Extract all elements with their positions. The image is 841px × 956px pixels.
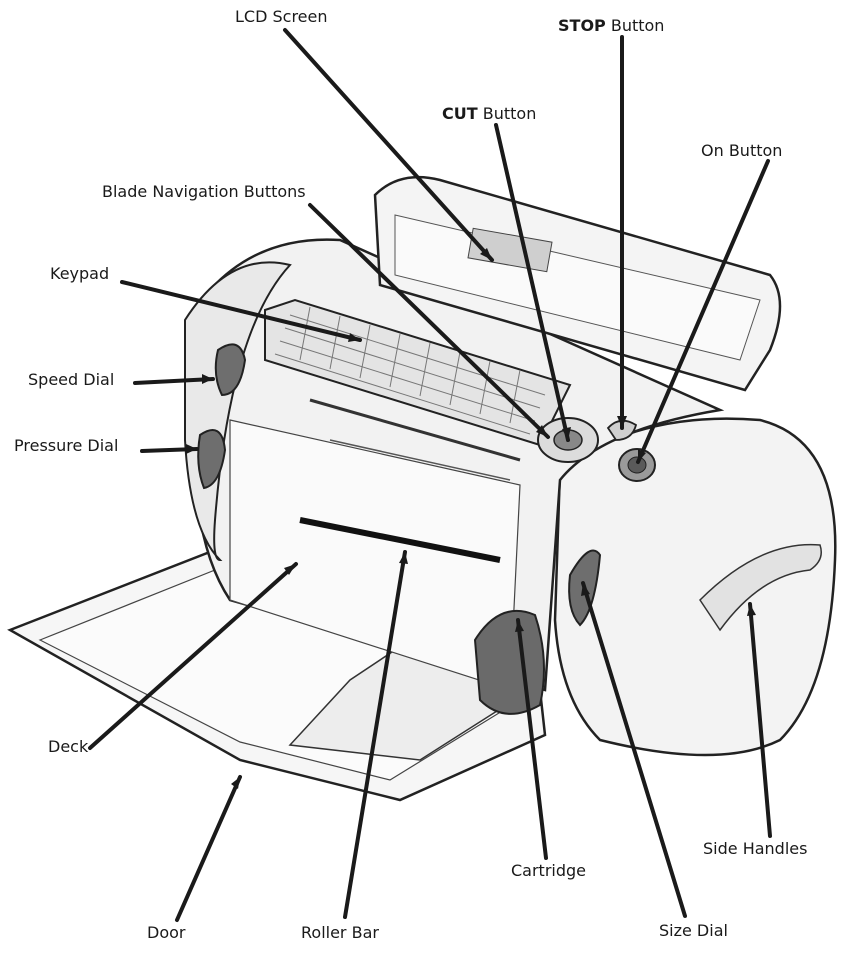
leader-line-lcd-screen [283,28,494,262]
leader-line-blade-navigation [308,203,550,439]
leader-line-cartridge [516,618,548,860]
label-door: Door [147,923,186,942]
leader-line-cut-button [494,123,570,442]
label-blade-navigation-buttons: Blade Navigation Buttons [102,182,306,201]
label-size-dial: Size Dial [659,921,728,940]
label-stop-button: STOP Button [558,16,665,35]
leader-line-keypad [120,280,362,342]
leader-line-speed-dial [133,377,215,385]
label-deck: Deck [48,737,89,756]
leader-line-deck [88,562,298,750]
leader-line-on-button [636,159,770,464]
label-side-handles: Side Handles [703,839,808,858]
label-roller-bar: Roller Bar [301,923,379,942]
label-on-button: On Button [701,141,783,160]
keypad-key-grid [274,306,546,435]
label-cut-button: CUT Button [442,104,537,123]
label-lcd-screen: LCD Screen [235,7,328,26]
leader-line-side-handles [748,602,772,838]
label-cartridge: Cartridge [511,861,587,880]
label-keypad: Keypad [50,264,110,283]
label-pressure-dial: Pressure Dial [14,436,119,455]
leader-line-roller-bar [343,550,407,919]
leader-line-door [175,775,242,922]
label-speed-dial: Speed Dial [28,370,115,389]
right-shell-illustration [553,417,837,757]
leader-line-size-dial [581,581,687,918]
